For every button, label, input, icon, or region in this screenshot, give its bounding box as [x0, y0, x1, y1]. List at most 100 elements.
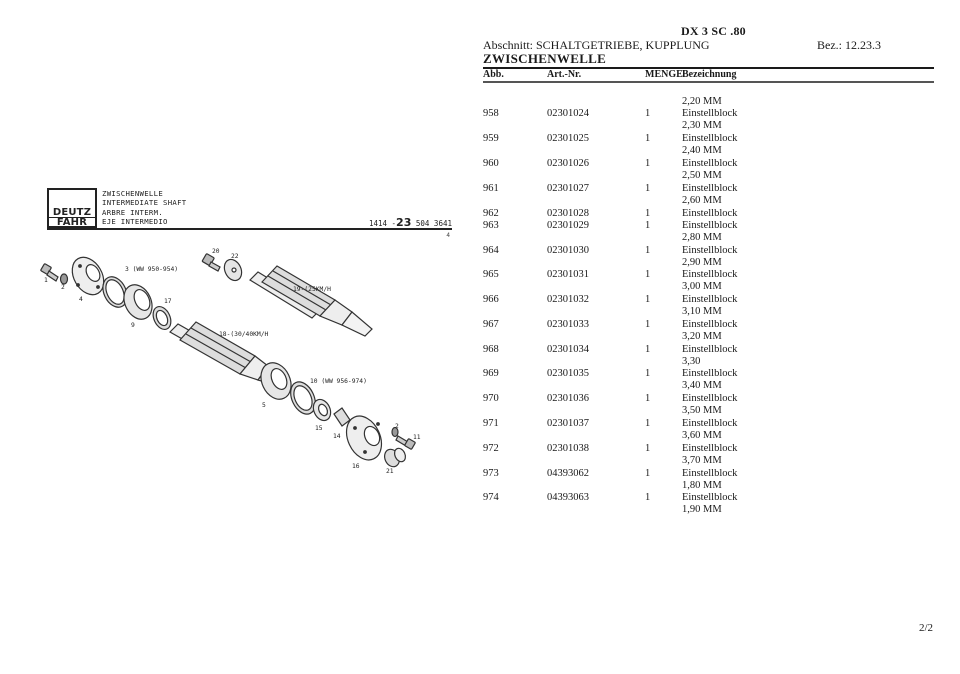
bolt-icon	[40, 263, 59, 282]
cell-menge: 1	[645, 208, 651, 219]
cell-art-nr: 02301031	[547, 269, 589, 280]
cell-note: 3,50 MM	[682, 405, 722, 416]
cell-note: 2,50 MM	[682, 170, 722, 181]
cell-abb: 959	[483, 133, 499, 144]
cell-menge: 1	[645, 319, 651, 330]
cell-abb: 962	[483, 208, 499, 219]
cell-bezeichnung: Einstellblock	[682, 319, 738, 330]
cell-bezeichnung: Einstellblock	[682, 208, 738, 219]
section-label: Abschnitt: SCHALTGETRIEBE, KUPPLUNG	[483, 38, 710, 52]
cell-note: 3,20 MM	[682, 331, 722, 342]
flange-icon	[71, 256, 105, 296]
title-spanish: EJE INTERMEDIO	[102, 217, 168, 227]
cell-art-nr: 04393063	[547, 492, 589, 503]
cell-bezeichnung: Einstellblock	[682, 468, 738, 479]
drawing-number-prefix: 1414 -	[368, 219, 397, 228]
title-english: INTERMEDIATE SHAFT	[102, 198, 187, 208]
title-french: ARBRE INTERM.	[102, 207, 164, 217]
cell-abb: 958	[483, 108, 499, 119]
drawing-sheet-mark: 4	[446, 232, 450, 239]
shaft-25kmh-icon	[249, 265, 373, 337]
cell-note: 3,40 MM	[682, 380, 722, 391]
cell-art-nr: 02301029	[547, 220, 589, 231]
cell-bezeichnung: Einstellblock	[682, 108, 738, 119]
callout-18: 18-(30/40KM/H	[219, 331, 269, 338]
cell-bezeichnung: Einstellblock	[682, 133, 738, 144]
cell-art-nr: 02301027	[547, 183, 589, 194]
cell-abb: 963	[483, 220, 499, 231]
cell-art-nr: 02301038	[547, 443, 589, 454]
bearing-icon	[260, 362, 292, 400]
cell-bezeichnung: Einstellblock	[682, 368, 738, 379]
cell-art-nr: 02301030	[547, 245, 589, 256]
callout-4: 4	[79, 296, 83, 303]
callout-2: 2	[61, 284, 65, 291]
cell-note: 2,80 MM	[682, 232, 722, 243]
cell-note: 2,30 MM	[682, 120, 722, 131]
cell-note: 2,90 MM	[682, 257, 722, 268]
cell-bezeichnung: Einstellblock	[682, 344, 738, 355]
cell-art-nr: 04393062	[547, 468, 589, 479]
page-number: 2/2	[919, 622, 934, 634]
cell-bezeichnung: Einstellblock	[682, 269, 738, 280]
cell-abb: 961	[483, 183, 499, 194]
cell-art-nr: 02301036	[547, 393, 589, 404]
cell-menge: 1	[645, 418, 651, 429]
cell-menge: 1	[645, 269, 651, 280]
cell-bezeichnung: Einstellblock	[682, 393, 738, 404]
column-header-abb: Abb.	[483, 69, 504, 80]
cell-art-nr: 02301024	[547, 108, 589, 119]
header-rule-top	[483, 67, 934, 69]
deutz-fahr-logo: DEUTZ FAHR	[47, 188, 97, 228]
column-header-menge: MENGE	[645, 69, 683, 80]
cell-art-nr: 02301032	[547, 294, 589, 305]
cell-abb: 964	[483, 245, 499, 256]
callout-11: 11	[413, 434, 421, 441]
parts-illustration	[40, 253, 416, 468]
cell-abb: 967	[483, 319, 499, 330]
exploded-parts-diagram: DEUTZ FAHR ZWISCHENWELLE INTERMEDIATE SH…	[0, 0, 470, 674]
cell-menge: 1	[645, 220, 651, 231]
cell-note: 3,70 MM	[682, 455, 722, 466]
callout-5: 5	[262, 402, 266, 409]
logo-line-1: DEUTZ	[52, 207, 92, 218]
cell-abb: 965	[483, 269, 499, 280]
callout-17: 17	[164, 298, 172, 305]
cell-abb: 973	[483, 468, 499, 479]
callout-21: 21	[386, 468, 394, 475]
housing-icon	[345, 415, 383, 461]
cell-menge: 1	[645, 443, 651, 454]
callout-14: 14	[333, 433, 341, 440]
cell-bezeichnung: Einstellblock	[682, 492, 738, 503]
callout-2b: 2	[395, 423, 399, 430]
cell-art-nr: 02301025	[547, 133, 589, 144]
cell-art-nr: 02301034	[547, 344, 589, 355]
cell-menge: 1	[645, 368, 651, 379]
cell-art-nr: 02301033	[547, 319, 589, 330]
cell-menge: 1	[645, 492, 651, 503]
cell-abb: 970	[483, 393, 499, 404]
reference-number: Bez.: 12.23.3	[817, 38, 881, 52]
cell-note: 3,00 MM	[682, 281, 722, 292]
title-divider	[47, 228, 452, 230]
callout-9: 9	[131, 322, 135, 329]
cell-note: 3,30	[682, 356, 701, 367]
model-title: DX 3 SC .80	[681, 24, 746, 38]
title-german: ZWISCHENWELLE	[102, 189, 164, 198]
cell-bezeichnung: Einstellblock	[682, 443, 738, 454]
cell-menge: 1	[645, 468, 651, 479]
cell-art-nr: 02301035	[547, 368, 589, 379]
cell-abb: 968	[483, 344, 499, 355]
callout-1: 1	[44, 277, 48, 284]
drawing-number-suffix: 504 3641	[415, 219, 452, 228]
cell-abb: 972	[483, 443, 499, 454]
cell-abb: 960	[483, 158, 499, 169]
cell-bezeichnung: Einstellblock	[682, 183, 738, 194]
leading-size-note: 2,20 MM	[682, 96, 722, 107]
cell-bezeichnung: Einstellblock	[682, 418, 738, 429]
cell-menge: 1	[645, 393, 651, 404]
cell-art-nr: 02301026	[547, 158, 589, 169]
cell-note: 3,10 MM	[682, 306, 722, 317]
cell-note: 3,60 MM	[682, 430, 722, 441]
callout-16: 16	[352, 463, 360, 470]
